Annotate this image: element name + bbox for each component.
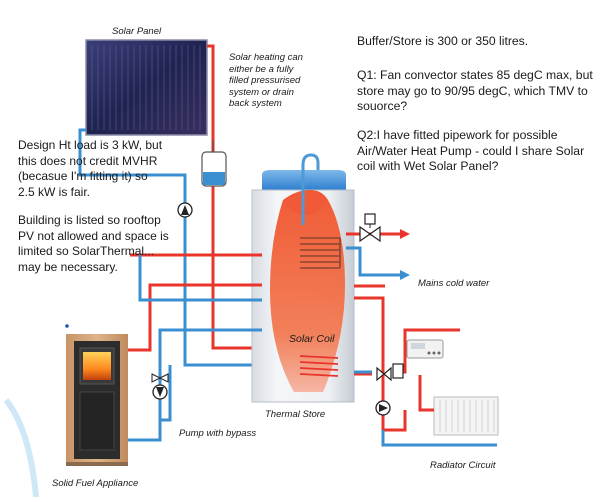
pump-with-bypass-label: Pump with bypass — [179, 428, 257, 439]
solid-fuel-appliance — [66, 334, 128, 466]
tmv-valve-icon — [359, 213, 410, 280]
solar-pump-icon — [177, 202, 193, 218]
solar-coil — [299, 355, 339, 377]
bullet-dot — [65, 324, 69, 328]
question-2: Q2:I have fitted pipework for possible A… — [357, 128, 585, 173]
radiator-pump-icon — [375, 400, 391, 416]
solar-return-pipe — [78, 128, 260, 367]
solar-flow-pipe — [207, 44, 260, 350]
store-hot-to-radiator-pipe — [354, 296, 385, 372]
solar-panel — [85, 39, 208, 136]
mains-cold-pipe — [346, 246, 400, 277]
radiator-3port-valve-icon — [376, 363, 404, 382]
appliance-pump-icon — [151, 373, 169, 400]
radiator-circuit-label: Radiator Circuit — [430, 460, 496, 471]
solar-loop-pipes — [78, 44, 260, 367]
expansion-vessel — [201, 140, 227, 187]
question-1: Q1: Fan convector states 85 degC max, bu… — [357, 68, 593, 113]
mains-cold-water-label: Mains cold water — [418, 278, 490, 289]
decorative-arc — [3, 398, 39, 498]
solar-heating-note: Solar heating can either be a fully fill… — [229, 52, 303, 109]
thermal-store — [251, 170, 355, 403]
buffer-note: Buffer/Store is 300 or 350 litres. — [357, 34, 529, 48]
radiator-flow-pipe — [418, 375, 434, 412]
solar-panel-label: Solar Panel — [112, 26, 162, 37]
controller-unit — [406, 339, 444, 359]
design-load-note: Design Ht load is 3 kW, but this does no… — [18, 138, 163, 199]
thermal-store-label: Thermal Store — [265, 409, 326, 420]
radiator — [433, 396, 499, 436]
store-dip-pipe — [301, 153, 320, 225]
solid-fuel-appliance-label: Solid Fuel Appliance — [52, 478, 139, 489]
solar-coil-label: Solar Coil — [289, 333, 335, 345]
building-note: Building is listed so rooftop PV not all… — [18, 213, 169, 274]
dhw-heat-exchanger-coil — [300, 237, 341, 269]
store-right-connections — [346, 232, 400, 376]
